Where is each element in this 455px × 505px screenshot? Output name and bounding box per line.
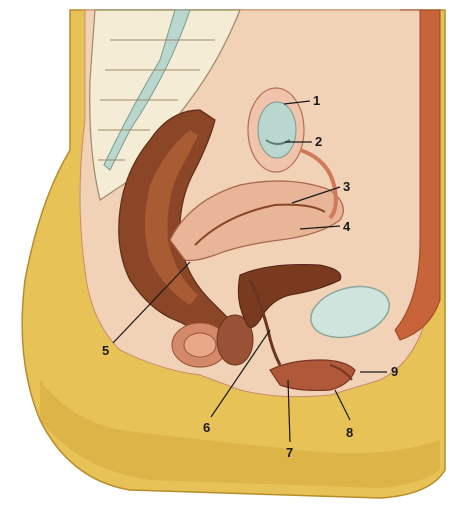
label-3: 3	[343, 179, 350, 194]
label-4: 4	[343, 219, 351, 234]
label-5: 5	[102, 343, 109, 358]
label-9: 9	[391, 364, 398, 379]
label-2: 2	[315, 134, 322, 149]
label-6: 6	[203, 420, 210, 435]
label-1: 1	[313, 93, 320, 108]
external-genitalia	[270, 360, 355, 390]
ovary	[248, 88, 304, 172]
label-8: 8	[346, 425, 353, 440]
label-7: 7	[286, 445, 293, 460]
